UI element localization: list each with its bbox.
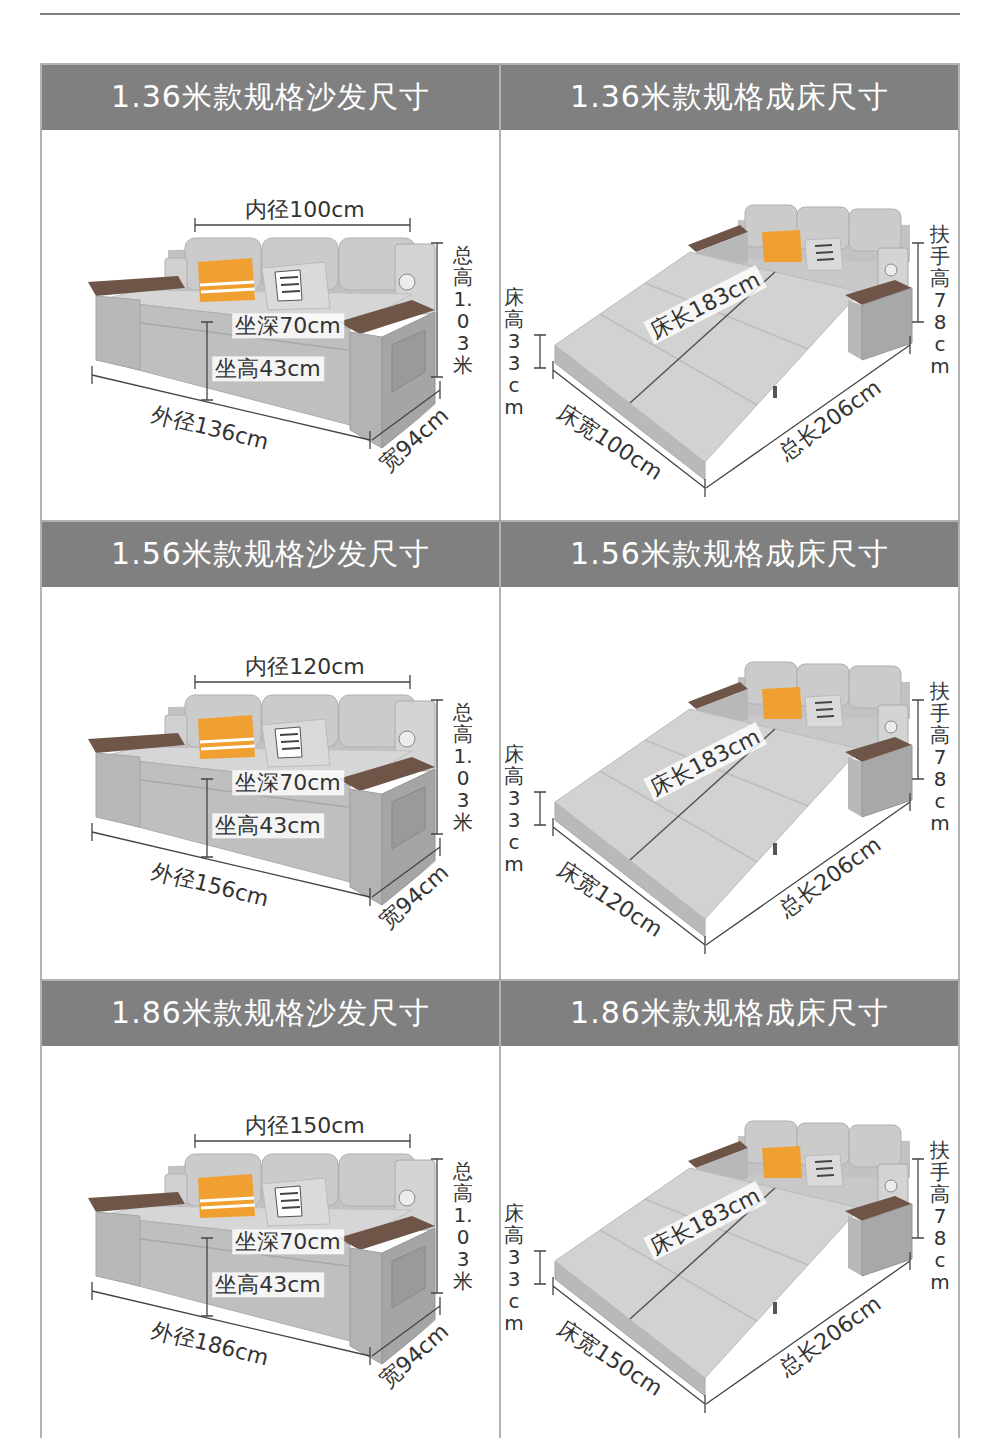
- dimension-label: 外径186cm: [146, 1317, 274, 1372]
- dimension-label: 内径120cm: [242, 654, 368, 679]
- header-title: 1.56米款规格沙发尺寸: [111, 534, 430, 575]
- header-title: 1.86米款规格成床尺寸: [570, 993, 889, 1034]
- dimension-label: 床高33cm: [504, 1200, 524, 1336]
- header-title: 1.36米款规格沙发尺寸: [111, 77, 430, 118]
- header-band: 1.56米款规格沙发尺寸: [42, 522, 499, 587]
- dimension-label: 总长206cm: [772, 1289, 888, 1383]
- dimension-label: 坐高43cm: [212, 1272, 324, 1297]
- dimension-label: 外径156cm: [146, 858, 274, 913]
- dimension-label: 坐深70cm: [232, 313, 344, 338]
- dimension-label: 总高1.03米: [453, 1158, 473, 1294]
- dimension-label: 坐高43cm: [212, 813, 324, 838]
- dimension-label: 内径150cm: [242, 1113, 368, 1138]
- dimension-label: 床高33cm: [504, 284, 524, 420]
- dimension-label: 坐深70cm: [232, 1229, 344, 1254]
- dimension-label: 总高1.03米: [453, 699, 473, 835]
- header-title: 1.86米款规格沙发尺寸: [111, 993, 430, 1034]
- dimension-label: 总高1.03米: [453, 242, 473, 378]
- header-band: 1.56米款规格成床尺寸: [501, 522, 958, 587]
- dimension-label: 扶手高78cm: [930, 678, 950, 836]
- header-title: 1.36米款规格成床尺寸: [570, 77, 889, 118]
- dimension-label: 床高33cm: [504, 741, 524, 877]
- dimension-label: 扶手高78cm: [930, 1137, 950, 1295]
- dimension-label: 坐深70cm: [232, 770, 344, 795]
- header-title: 1.56米款规格成床尺寸: [570, 534, 889, 575]
- dimension-label: 内径100cm: [242, 197, 368, 222]
- dimension-label: 外径136cm: [146, 401, 274, 456]
- dimension-label: 总长206cm: [772, 830, 888, 924]
- dimension-label: 坐高43cm: [212, 356, 324, 381]
- header-band: 1.86米款规格成床尺寸: [501, 981, 958, 1046]
- dimension-label: 总长206cm: [772, 373, 888, 467]
- header-band: 1.36米款规格成床尺寸: [501, 65, 958, 130]
- header-band: 1.86米款规格沙发尺寸: [42, 981, 499, 1046]
- dimension-label: 扶手高78cm: [930, 221, 950, 379]
- header-band: 1.36米款规格沙发尺寸: [42, 65, 499, 130]
